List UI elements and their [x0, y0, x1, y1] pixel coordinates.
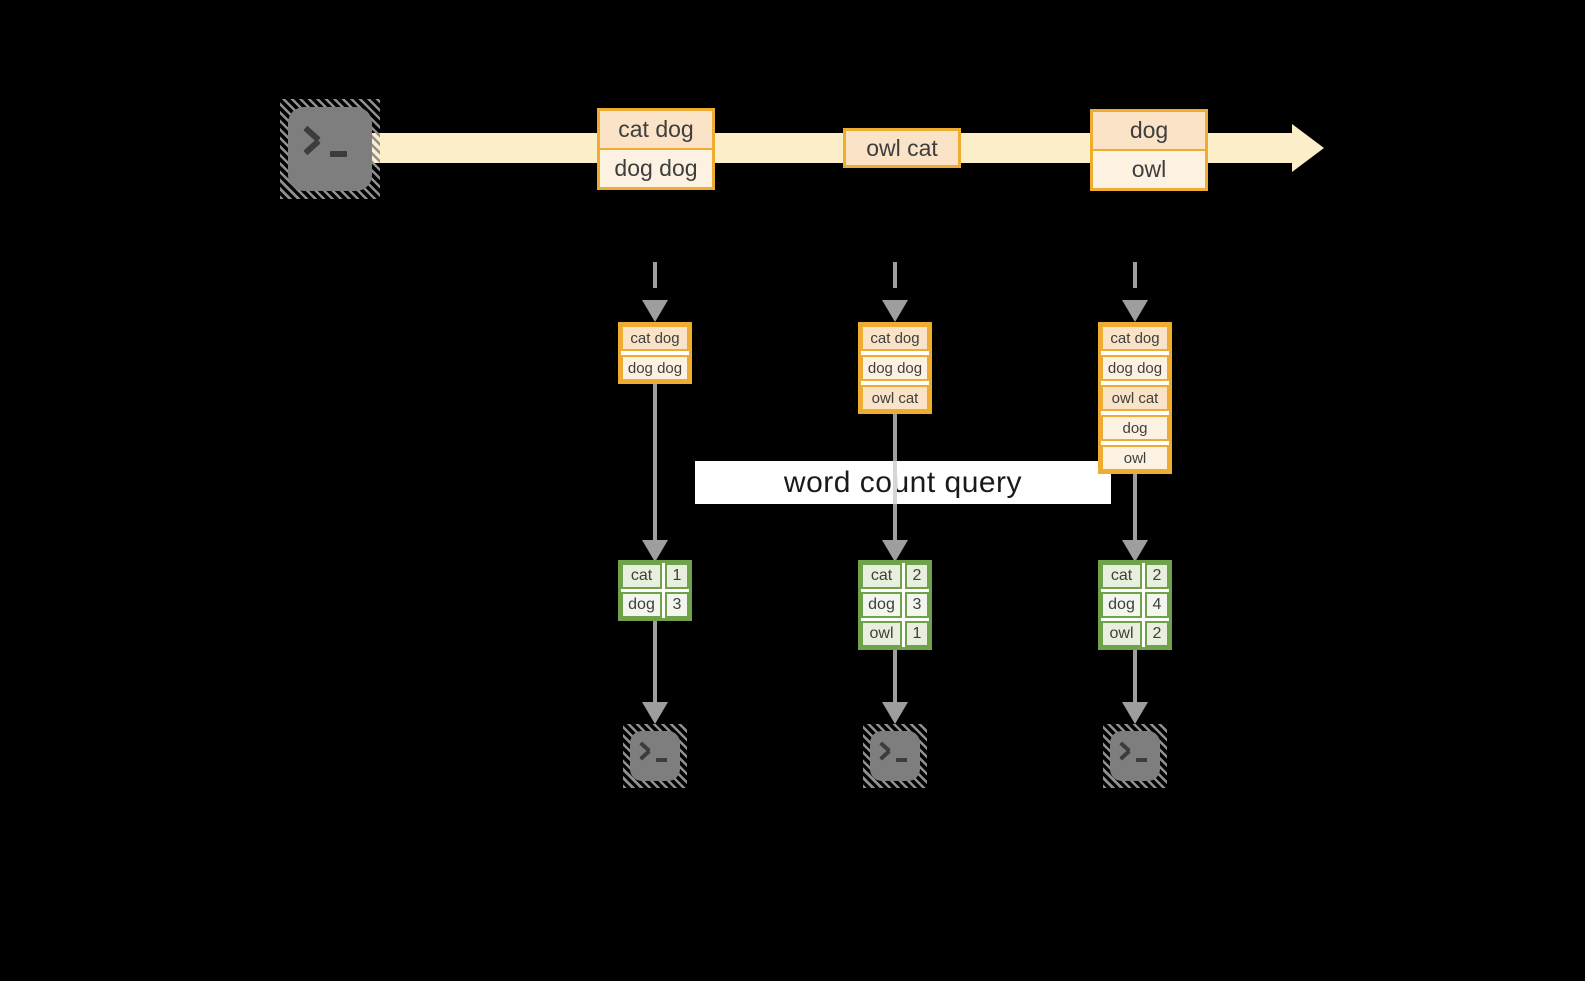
batch-record: dog — [1093, 112, 1205, 149]
stack-row: dog dog — [1101, 355, 1169, 381]
table-row: dog 4 — [1101, 592, 1169, 618]
batch-record: owl — [1093, 151, 1205, 188]
stream-batch-box-1: cat dog dog dog — [597, 108, 715, 190]
stack-row: cat dog — [861, 325, 929, 351]
count-cell: 2 — [1145, 563, 1169, 589]
output-arrow — [653, 621, 657, 702]
result-table-2: cat 2 dog 3 owl 1 — [858, 560, 932, 650]
divider — [600, 148, 712, 150]
table-row: owl 2 — [1101, 621, 1169, 647]
word-cell: dog — [861, 592, 902, 618]
stack-row: owl — [1101, 445, 1169, 471]
terminal-icon — [1110, 731, 1160, 781]
count-cell: 1 — [665, 563, 689, 589]
count-cell: 4 — [1145, 592, 1169, 618]
query-banner: word count query — [695, 461, 1111, 504]
table-row: cat 2 — [861, 563, 929, 589]
input-stack-1: cat dog dog dog — [618, 322, 692, 384]
word-cell: cat — [621, 563, 662, 589]
word-cell: cat — [1101, 563, 1142, 589]
down-arrowhead-icon — [642, 300, 668, 322]
output-arrow — [893, 650, 897, 702]
stream-batch-box-3: dog owl — [1090, 109, 1208, 191]
down-arrowhead-icon — [1122, 702, 1148, 724]
stream-batch-box-2: owl cat — [843, 128, 961, 168]
down-arrowhead-icon — [882, 300, 908, 322]
table-row: cat 2 — [1101, 563, 1169, 589]
down-arrowhead-icon — [642, 702, 668, 724]
count-cell: 2 — [905, 563, 929, 589]
sink-terminal-icon — [1103, 724, 1167, 788]
dashed-arrow — [653, 262, 657, 300]
sink-terminal-icon — [623, 724, 687, 788]
table-row: dog 3 — [861, 592, 929, 618]
stack-row: owl cat — [1101, 385, 1169, 411]
stack-row: dog — [1101, 415, 1169, 441]
result-table-1: cat 1 dog 3 — [618, 560, 692, 621]
batch-record: owl cat — [846, 131, 958, 165]
stack-row: dog dog — [861, 355, 929, 381]
sink-terminal-icon — [863, 724, 927, 788]
down-arrowhead-icon — [1122, 300, 1148, 322]
source-terminal-icon — [280, 99, 380, 199]
stack-row: dog dog — [621, 355, 689, 381]
down-arrowhead-icon — [882, 702, 908, 724]
input-stack-2: cat dog dog dog owl cat — [858, 322, 932, 414]
word-cell: dog — [1101, 592, 1142, 618]
result-table-3: cat 2 dog 4 owl 2 — [1098, 560, 1172, 650]
count-cell: 2 — [1145, 621, 1169, 647]
down-arrowhead-icon — [882, 540, 908, 562]
arrow-through-banner — [893, 461, 897, 504]
table-row: owl 1 — [861, 621, 929, 647]
divider — [1093, 149, 1205, 151]
right-arrowhead-icon — [1292, 124, 1324, 172]
terminal-icon — [870, 731, 920, 781]
count-cell: 3 — [905, 592, 929, 618]
count-cell: 1 — [905, 621, 929, 647]
table-row: dog 3 — [621, 592, 689, 618]
table-row: cat 1 — [621, 563, 689, 589]
query-arrow — [653, 384, 657, 540]
stack-row: cat dog — [1101, 325, 1169, 351]
word-cell: cat — [861, 563, 902, 589]
batch-record: dog dog — [600, 150, 712, 187]
word-cell: owl — [1101, 621, 1142, 647]
terminal-icon — [630, 731, 680, 781]
word-cell: owl — [861, 621, 902, 647]
batch-record: cat dog — [600, 111, 712, 148]
stack-row: owl cat — [861, 385, 929, 411]
dashed-arrow — [893, 262, 897, 300]
input-stack-3: cat dog dog dog owl cat dog owl — [1098, 322, 1172, 474]
terminal-icon — [288, 107, 372, 191]
count-cell: 3 — [665, 592, 689, 618]
output-arrow — [1133, 650, 1137, 702]
word-cell: dog — [621, 592, 662, 618]
down-arrowhead-icon — [1122, 540, 1148, 562]
stack-row: cat dog — [621, 325, 689, 351]
dashed-arrow — [1133, 262, 1137, 300]
query-arrow — [1133, 474, 1137, 540]
down-arrowhead-icon — [642, 540, 668, 562]
